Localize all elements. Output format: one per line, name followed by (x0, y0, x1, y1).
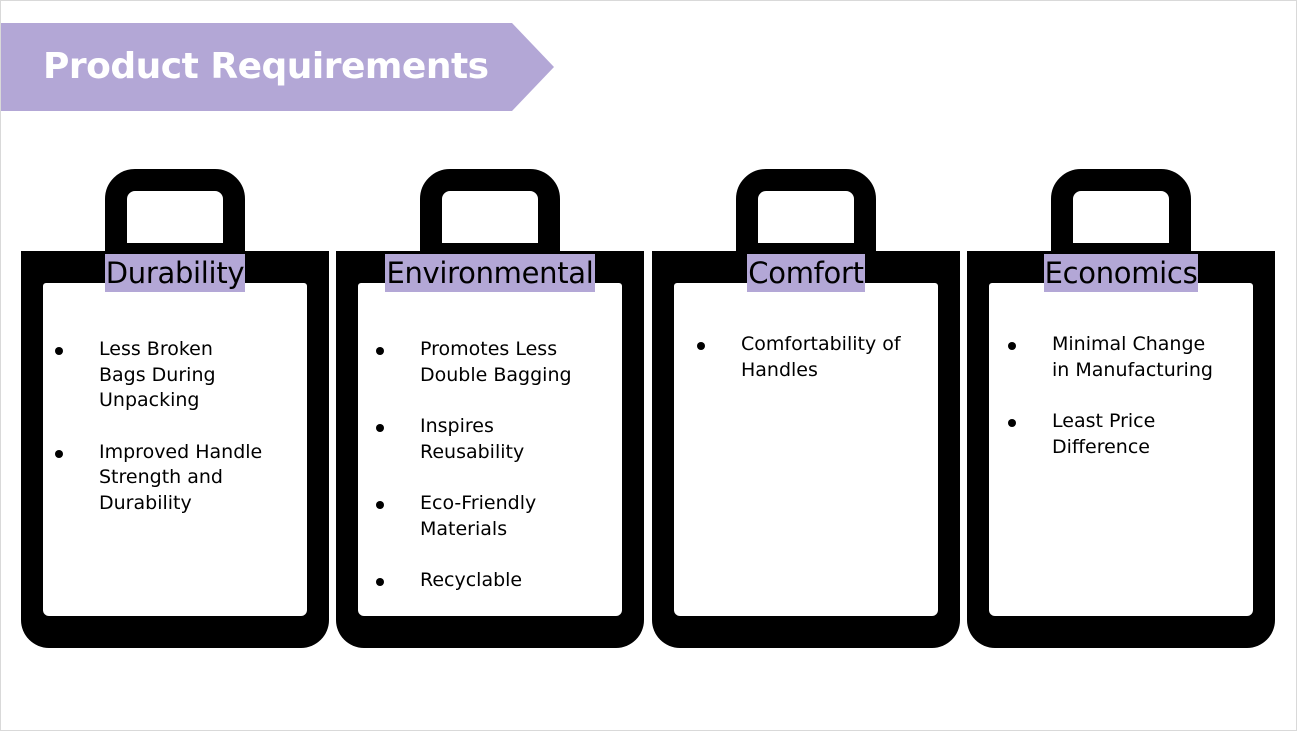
bag-body (967, 251, 1275, 648)
bag-inner (674, 283, 938, 616)
bullet-icon (697, 342, 705, 350)
bag-handle (736, 169, 876, 265)
bag-environmental: Environmental Promotes Less Double Baggi… (336, 1, 644, 732)
page-title: Product Requirements (43, 46, 489, 87)
bag-body (336, 251, 644, 648)
bullet-icon (376, 578, 384, 586)
bag-inner (358, 283, 622, 616)
bullet-icon (55, 347, 63, 355)
list-item: Minimal Change in Manufacturing (1008, 332, 1218, 383)
bullet-list: Promotes Less Double Bagging Inspires Re… (376, 337, 586, 620)
list-item: Comfortability of Handles (697, 332, 907, 383)
list-item: Improved Handle Strength and Durability (55, 440, 265, 517)
list-item: Eco-Friendly Materials (376, 491, 586, 542)
bag-comfort: Comfort Comfortability of Handles (652, 1, 960, 732)
bag-economics: Economics Minimal Change in Manufacturin… (967, 1, 1275, 732)
bullet-icon (376, 424, 384, 432)
list-item: Inspires Reusability (376, 414, 586, 465)
list-item: Less Broken Bags During Unpacking (55, 337, 265, 414)
bag-inner (989, 283, 1253, 616)
bullet-icon (1008, 419, 1016, 427)
bag-body (21, 251, 329, 648)
bag-durability: Durability Less Broken Bags During Unpac… (21, 1, 329, 732)
bag-body (652, 251, 960, 648)
bullet-icon (55, 449, 63, 458)
bullet-list: Less Broken Bags During Unpacking Improv… (55, 337, 265, 542)
bullet-list: Comfortability of Handles (697, 332, 907, 409)
bullet-list: Minimal Change in Manufacturing Least Pr… (1008, 332, 1218, 486)
bullet-icon (1008, 342, 1016, 350)
bullet-icon (376, 501, 384, 509)
list-item: Least Price Difference (1008, 409, 1218, 460)
bullet-icon (376, 347, 384, 355)
list-item: Recyclable (376, 568, 586, 594)
bag-handle (420, 169, 560, 265)
title-banner: Product Requirements (1, 23, 554, 111)
list-item: Promotes Less Double Bagging (376, 337, 586, 388)
bag-inner (43, 283, 307, 616)
